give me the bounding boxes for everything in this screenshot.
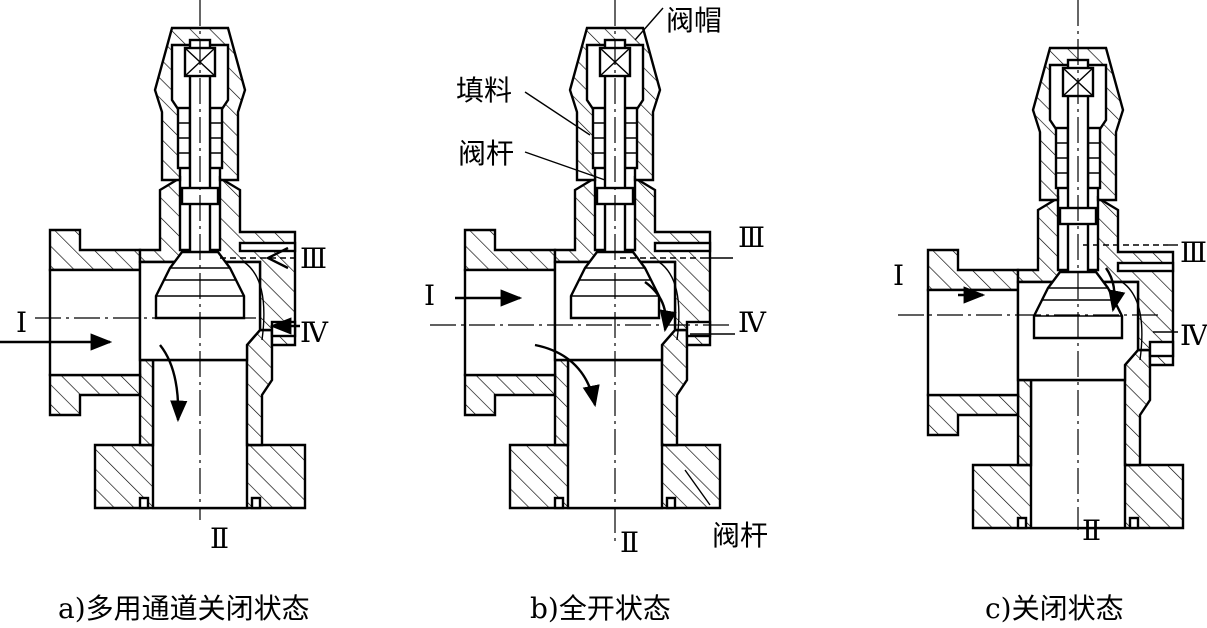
label-port-lower-c: Ⅳ — [1180, 319, 1207, 352]
label-outlet-a: Ⅱ — [210, 522, 229, 555]
label-cap: 阀帽 — [666, 4, 722, 37]
caption-b: b)全开状态 — [530, 592, 671, 625]
label-port-lower-b: Ⅳ — [738, 306, 767, 339]
label-inlet-b: Ⅰ — [424, 279, 435, 312]
valve-view-c — [898, 0, 1185, 530]
label-packing: 填料 — [456, 74, 512, 107]
label-inlet-c: Ⅰ — [893, 259, 904, 292]
label-port-lower-a: Ⅳ — [300, 316, 329, 349]
caption-c: c)关闭状态 — [985, 592, 1124, 625]
valve-view-b — [430, 0, 735, 545]
valve-view-a — [0, 0, 307, 520]
label-port-upper-b: Ⅲ — [738, 221, 765, 254]
label-inlet-a: Ⅰ — [16, 306, 27, 339]
label-outlet-b: Ⅱ — [620, 526, 639, 559]
label-port-upper-a: Ⅲ — [300, 242, 327, 275]
label-port-upper-c: Ⅲ — [1180, 236, 1207, 269]
label-stem-lower: 阀杆 — [712, 519, 768, 552]
caption-a: a)多用通道关闭状态 — [58, 592, 310, 625]
label-outlet-c: Ⅱ — [1082, 514, 1101, 547]
label-stem: 阀杆 — [458, 137, 514, 170]
